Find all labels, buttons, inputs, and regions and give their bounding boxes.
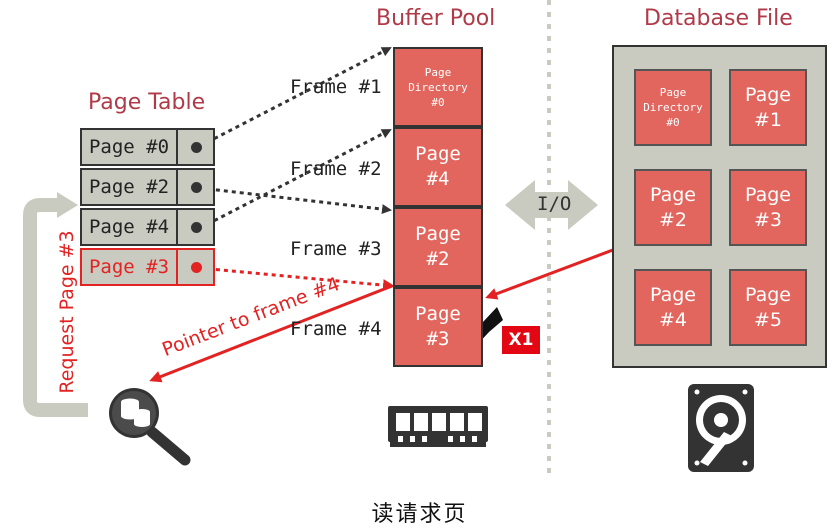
frame-label: Frame #3 [290, 238, 382, 260]
page-table-pointer-cell [176, 248, 215, 286]
request-loop-arrow [23, 198, 88, 417]
page-table-pointer-cell [176, 208, 215, 246]
page-table-title: Page Table [88, 90, 206, 115]
buffer-frame: Page#4 [393, 127, 483, 207]
pin-count-badge: X1 [502, 326, 540, 354]
page-table-pointer-cell [176, 128, 215, 166]
pointer-dot-icon [191, 142, 202, 153]
pointer-dot-icon [191, 262, 202, 273]
pointer-arrow-page4 [199, 128, 392, 230]
page-table-row: Page #0 [80, 128, 215, 166]
io-label: I/O [537, 193, 572, 215]
query-search-icon [109, 388, 191, 466]
page-table-pointer-cell [176, 168, 215, 206]
db-page: Page#5 [729, 269, 807, 346]
page-table-row-label: Page #0 [80, 128, 178, 166]
pointer-arrow-page0 [199, 46, 392, 148]
request-page-label: Request Page #3 [56, 230, 78, 394]
pointer-arrow-page3 [199, 266, 395, 292]
frame-label: Frame #4 [290, 318, 382, 340]
db-page: Page#4 [634, 269, 712, 346]
hard-drive-icon [688, 384, 754, 472]
pointer-dot-icon [191, 222, 202, 233]
pointer-dot-icon [191, 182, 202, 193]
pointer-arrow-page2 [199, 186, 392, 215]
pointer-to-frame-arrow [149, 284, 393, 383]
page-table-row-label: Page #2 [80, 168, 178, 206]
page-table-row: Page #4 [80, 208, 215, 246]
buffer-frame: Page#3 [393, 287, 483, 367]
buffer-pool-title: Buffer Pool [376, 6, 496, 31]
memory-chip-icon [388, 406, 488, 447]
figure-caption: 读请求页 [371, 502, 468, 527]
db-page: Page#1 [729, 69, 807, 146]
db-page: Page#3 [729, 169, 807, 246]
buffer-frame: Page#2 [393, 207, 483, 287]
frame-label: Frame #2 [290, 158, 382, 180]
page-table-row: Page #2 [80, 168, 215, 206]
io-double-arrow [505, 180, 598, 230]
page-table-row-requested: Page #3 [80, 248, 215, 286]
db-page: Page#2 [634, 169, 712, 246]
page-table-row-label: Page #3 [80, 248, 178, 286]
database-file-title: Database File [644, 6, 793, 31]
page-table-row-label: Page #4 [80, 208, 178, 246]
frame-label: Frame #1 [290, 76, 382, 98]
